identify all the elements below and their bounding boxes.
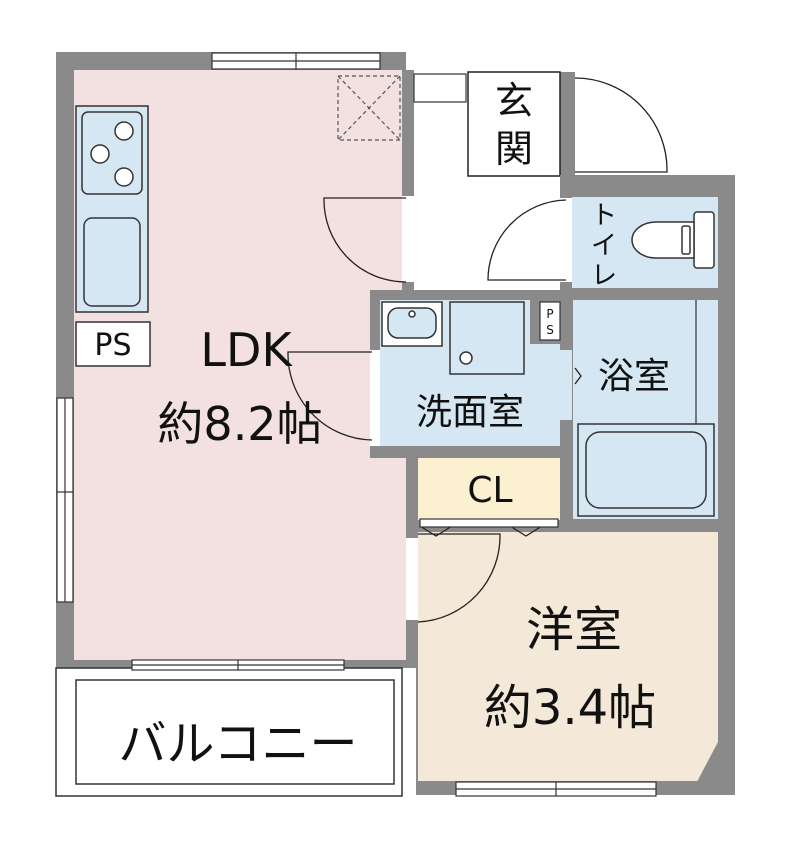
kitchen-sink-icon [83, 217, 141, 307]
window-top [211, 52, 381, 70]
washroom-door-gap [370, 350, 380, 446]
washroom-label: 洗面室 [416, 392, 524, 433]
ps-box [75, 321, 151, 367]
entrance-floor [467, 71, 561, 177]
closet-rail [419, 518, 559, 528]
ps-small-label-s: S [546, 323, 554, 337]
wash-basin-icon [381, 301, 443, 347]
western-door-gap [406, 538, 418, 620]
ps-label: PS [94, 328, 131, 363]
shoe-cabinet [413, 73, 467, 103]
stove-burner-icon [114, 121, 134, 141]
western-size-label: 約3.4帖 [484, 680, 656, 736]
door-swings [287, 77, 668, 623]
toilet-label-2: イ [591, 231, 617, 261]
ldk-door-gap [402, 196, 414, 282]
closet-floor [418, 458, 560, 520]
kitchen-counter [75, 105, 149, 313]
ldk-size-label: 約8.2帖 [157, 397, 322, 451]
entrance-label-1: 玄 [495, 79, 533, 123]
toilet-label-3: レ [591, 261, 617, 291]
window-left [56, 397, 74, 603]
western-floor [418, 531, 718, 781]
balcony-rail [75, 679, 395, 785]
bathtub-icon [577, 423, 715, 517]
bath-door-gap [560, 350, 572, 420]
closet-label: CL [467, 470, 512, 511]
balcony-label: バルコニー [118, 716, 357, 772]
stove-burner-icon [90, 144, 110, 164]
ps-small-box [539, 301, 561, 341]
toilet-door-gap [560, 198, 572, 282]
western-corner-wall [690, 742, 718, 795]
bath-label: 浴室 [598, 356, 670, 397]
washer-space-icon [449, 301, 525, 375]
window-western-bottom [455, 781, 657, 797]
window-ldk-bottom [131, 659, 345, 671]
stove-burner-icon [114, 167, 134, 187]
ceiling-storage-icon [337, 75, 401, 141]
western-name-label: 洋室 [526, 602, 622, 658]
entrance-label-2: 関 [495, 127, 533, 171]
ldk-name-label: LDK [200, 323, 293, 377]
toilet-icon [631, 211, 715, 269]
toilet-label-1: ト [591, 201, 617, 231]
ps-small-label-p: P [546, 307, 553, 321]
